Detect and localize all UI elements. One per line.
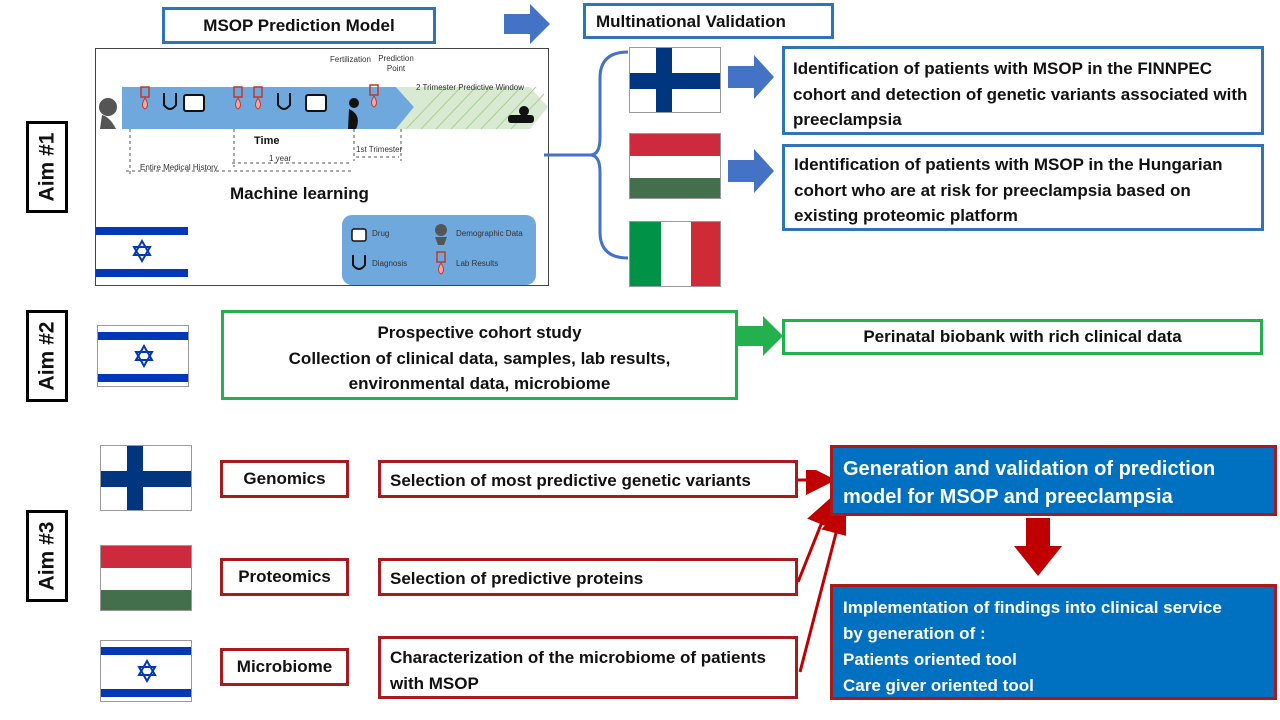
person-head-icon [99,98,117,116]
aim-1-label: Aim #1 [26,121,68,213]
prospective-study-box: Prospective cohort study Collection of c… [221,310,738,400]
israel-flag-aim1 [96,221,188,283]
validation-title: Multinational Validation [583,3,834,39]
prediction-point-label: Prediction Point [378,54,414,73]
hungary-flag-aim1 [629,133,721,199]
drug-icon-1 [183,94,205,112]
one-year-label: 1 year [269,154,292,163]
lab-tube-icon-3 [253,86,263,110]
hungary-validation-text: Identification of patients with MSOP in … [782,144,1264,231]
proteomics-desc-text: Selection of predictive proteins [390,569,644,588]
biobank-text: Perinatal biobank with rich clinical dat… [863,327,1182,347]
aim-3-label: Aim #3 [26,510,68,602]
legend-drug: Drug [372,229,390,238]
microbiome-desc-box: Characterization of the microbiome of pa… [378,636,798,699]
generation-box: Generation and validation of prediction … [830,445,1277,516]
lab-tube-icon-2 [233,86,243,110]
microbiome-text: Microbiome [236,657,333,677]
impl-line-3: Patients oriented tool [843,650,1017,669]
validation-bracket [544,50,629,260]
study-line-2: Collection of clinical data, samples, la… [288,348,671,368]
ml-figure: Fertilization Prediction Point 2 Trimest… [95,48,549,286]
genomics-box: Genomics [220,460,349,498]
aim3-red-arrows [796,470,846,673]
entire-history-label: Entire Medical History [140,163,218,172]
aim-1-text: Aim #1 [35,132,58,202]
first-trimester-label: 1st Trimester [356,145,403,154]
machine-learning-label: Machine learning [230,184,369,203]
time-label: Time [254,135,280,147]
aim-2-text: Aim #2 [35,321,58,391]
validation-title-text: Multinational Validation [596,12,786,31]
legend-lab: Lab Results [456,259,499,268]
finland-flag-aim1 [629,47,721,113]
impl-line-2: by generation of : [843,624,986,643]
israel-flag-aim2 [97,325,189,387]
microbiome-box: Microbiome [220,648,349,686]
header-arrow [504,4,550,44]
impl-line-1: Implementation of findings into clinical… [843,598,1222,617]
finland-arrow [728,55,774,99]
lab-tube-icon-1 [140,86,150,110]
genomics-text: Genomics [243,469,326,489]
predictive-window-label: 2 Trimester Predictive Window [416,83,525,92]
drug-icon-2 [305,94,327,112]
person-body-icon [100,115,116,129]
down-arrow [1014,518,1062,576]
study-line-1: Prospective cohort study [377,323,582,342]
aim-3-text: Aim #3 [35,521,58,591]
stethoscope-icon-2 [277,93,291,110]
hungary-arrow [728,149,774,193]
biobank-box: Perinatal biobank with rich clinical dat… [782,319,1263,355]
lab-tube-icon-4 [369,84,379,108]
pregnant-body-icon [348,109,358,129]
legend-drug-icon [351,228,367,242]
msop-model-title-text: MSOP Prediction Model [203,15,395,35]
finland-validation-text-content: Identification of patients with MSOP in … [793,59,1248,129]
aim-2-label: Aim #2 [26,310,68,402]
genomics-desc-box: Selection of most predictive genetic var… [378,460,798,498]
finland-flag-aim3 [100,445,192,511]
finland-validation-text: Identification of patients with MSOP in … [782,46,1264,135]
legend-diagnosis-icon [352,255,366,270]
impl-line-4: Care giver oriented tool [843,676,1034,695]
biobank-arrow [737,316,783,356]
window-hatch [405,86,545,130]
study-line-3: environmental data, microbiome [348,374,611,393]
ml-figure-graphic [99,84,548,177]
fertilization-label: Fertilization [330,55,371,64]
hungary-flag-aim3 [100,545,192,611]
proteomics-text: Proteomics [238,567,331,587]
baby-icon [508,106,534,123]
figure-legend: Drug Demographic Data Diagnosis Lab Resu… [342,215,536,285]
italy-flag [629,221,721,287]
implementation-box: Implementation of findings into clinical… [830,584,1277,700]
generation-text: Generation and validation of prediction … [843,458,1216,508]
legend-demographic-icon [435,224,447,245]
genomics-desc-text: Selection of most predictive genetic var… [390,471,751,490]
proteomics-box: Proteomics [220,558,349,596]
hungary-validation-text-content: Identification of patients with MSOP in … [794,155,1223,225]
timeline-guides [126,129,402,177]
legend-demographic: Demographic Data [456,229,523,238]
legend-diagnosis: Diagnosis [372,259,408,268]
microbiome-desc-text: Characterization of the microbiome of pa… [390,648,766,693]
proteomics-desc-box: Selection of predictive proteins [378,558,798,596]
legend-lab-icon [436,251,446,275]
pregnant-head-icon [349,98,359,108]
msop-model-title: MSOP Prediction Model [162,7,436,44]
stethoscope-icon-1 [163,93,177,110]
israel-flag-aim3 [100,640,192,702]
